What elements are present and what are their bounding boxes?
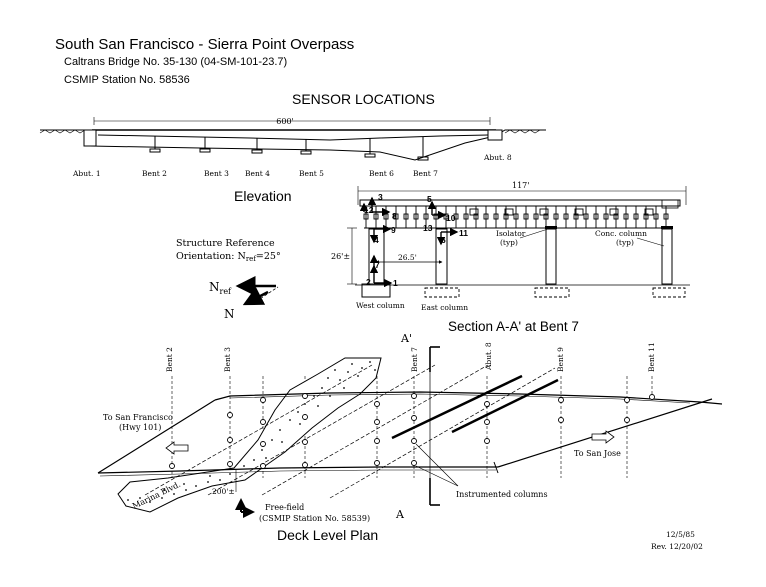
hwy-label: (Hwy 101) bbox=[119, 423, 161, 432]
east-ramp-edge bbox=[497, 398, 713, 468]
sensor-locations-title: SENSOR LOCATIONS bbox=[292, 91, 435, 107]
drawing-date: 12/5/85 bbox=[666, 530, 695, 539]
nref-dash bbox=[251, 286, 279, 305]
footing-3 bbox=[534, 287, 570, 298]
section-girders bbox=[363, 206, 669, 228]
column-label: Conc. column bbox=[595, 229, 647, 238]
section-view: 117' 26'± bbox=[331, 181, 690, 334]
plan-label-bent-9: Bent 9 bbox=[556, 347, 565, 372]
elevation-label-bent-7: Bent 7 bbox=[413, 169, 438, 178]
section-width-label: 117' bbox=[512, 181, 529, 190]
sensor-3: 3 bbox=[378, 192, 383, 202]
plan-label-bent-3: Bent 3 bbox=[223, 347, 232, 372]
sensor-2: 2 bbox=[366, 277, 371, 287]
station-number: CSMIP Station No. 58536 bbox=[64, 74, 190, 86]
elevation-label-bent-4: Bent 4 bbox=[245, 169, 270, 178]
sensor-numbers: 1 2 3 4 5 6 7 8 9 10 11 12 13 bbox=[364, 192, 468, 288]
distance-label: 200'± bbox=[212, 487, 235, 496]
elevation-label-bent-6: Bent 6 bbox=[369, 169, 394, 178]
elevation-label-abut-1: Abut. 1 bbox=[72, 169, 101, 178]
sensor-5: 5 bbox=[427, 194, 432, 204]
sensor-7: 7 bbox=[375, 260, 380, 270]
east-footing bbox=[424, 287, 460, 298]
ground-hatch bbox=[39, 129, 86, 134]
revision-date: Rev. 12/20/02 bbox=[651, 542, 703, 551]
plan-skew-lines bbox=[144, 364, 556, 499]
section-spacing-label: 26.5' bbox=[398, 253, 417, 262]
east-column bbox=[435, 228, 448, 285]
deck-north-edge bbox=[214, 391, 723, 405]
elevation-label-abut-8: Abut. 8 bbox=[483, 153, 512, 162]
sensor-9: 9 bbox=[391, 225, 396, 235]
sensor-1: 1 bbox=[393, 278, 398, 288]
marina-blvd bbox=[117, 357, 382, 513]
footing-4 bbox=[652, 287, 686, 298]
west-column-label: West column bbox=[356, 301, 405, 310]
elevation-label-bent-3: Bent 3 bbox=[204, 169, 229, 178]
elevation-bents bbox=[149, 136, 429, 161]
west-footing bbox=[361, 283, 391, 298]
section-title: Section A-A' at Bent 7 bbox=[448, 319, 579, 334]
sensor-13: 13 bbox=[423, 223, 433, 233]
length-label: 600' bbox=[276, 117, 293, 126]
bridge-number: Caltrans Bridge No. 35-130 (04-SM-101-23… bbox=[64, 56, 288, 68]
deck-bottom bbox=[97, 134, 489, 141]
nref-label: Nref bbox=[209, 280, 232, 296]
sensor-11: 11 bbox=[459, 228, 468, 238]
terrain-hatch bbox=[504, 129, 541, 134]
cut-a: A bbox=[395, 508, 405, 521]
to-sf-label: To San Francisco bbox=[103, 413, 173, 422]
abutment-1 bbox=[83, 129, 97, 147]
sensor-6: 6 bbox=[441, 235, 446, 245]
north-arrow bbox=[242, 287, 269, 306]
plan-label-bent-7: Bent 7 bbox=[410, 347, 419, 372]
marina-texture bbox=[127, 361, 376, 503]
deck-south-edge bbox=[97, 466, 498, 474]
plan-title: Deck Level Plan bbox=[277, 527, 378, 543]
cut-a-prime: A' bbox=[400, 332, 412, 345]
elevation-title: Elevation bbox=[234, 188, 292, 204]
railroad-tracks bbox=[391, 374, 559, 440]
column-4 bbox=[661, 228, 673, 285]
free-field-sensor bbox=[235, 498, 255, 518]
arrow-to-san-francisco bbox=[165, 441, 189, 455]
north-label: N bbox=[224, 307, 235, 321]
section-deck-slab bbox=[359, 199, 681, 207]
sensor-8: 8 bbox=[392, 211, 397, 221]
section-height-label: 26'± bbox=[331, 252, 350, 261]
plan-label-abut-8: Abut. 8 bbox=[484, 342, 493, 371]
free-field-station: (CSMIP Station No. 58539) bbox=[259, 514, 370, 523]
west-ramp-edge bbox=[97, 399, 216, 474]
terrain-profile bbox=[89, 129, 546, 161]
isolator-typ: (typ) bbox=[500, 238, 518, 247]
elevation-label-bent-2: Bent 2 bbox=[142, 169, 167, 178]
isolator-label: Isolator bbox=[496, 229, 526, 238]
abutment-8 bbox=[487, 129, 503, 141]
arrow-to-san-jose bbox=[591, 430, 615, 444]
page-title: South San Francisco - Sierra Point Overp… bbox=[55, 36, 355, 53]
elevation-view: 600' Abut. 1 Bent 2 Bent bbox=[39, 117, 546, 204]
orientation-line2: Orientation: Nref=25° bbox=[176, 251, 281, 263]
free-field-label: Free-field bbox=[265, 503, 304, 512]
to-sj-label: To San Jose bbox=[574, 449, 621, 458]
column-3 bbox=[545, 228, 557, 285]
column-typ: (typ) bbox=[616, 238, 634, 247]
deck-south-edge-inner bbox=[99, 469, 496, 477]
deck-north-edge-inner bbox=[229, 393, 691, 404]
instrumented-columns-label: Instrumented columns bbox=[456, 490, 548, 499]
column-markers bbox=[169, 393, 655, 469]
sensor-4: 4 bbox=[374, 235, 379, 245]
sensor-12: 12 bbox=[364, 205, 374, 215]
east-column-label: East column bbox=[421, 303, 468, 312]
plan-label-bent-2: Bent 2 bbox=[165, 347, 174, 372]
orientation-block: Structure Reference Orientation: Nref=25… bbox=[176, 238, 281, 321]
plan-view: Bent 2 Bent 3 Bent 7 Abut. 8 Bent 9 Bent… bbox=[97, 332, 723, 543]
section-sensors bbox=[359, 196, 459, 288]
elevation-label-bent-5: Bent 5 bbox=[299, 169, 324, 178]
plan-label-bent-11: Bent 11 bbox=[647, 342, 656, 372]
orientation-line1: Structure Reference bbox=[176, 238, 275, 249]
sensor-10: 10 bbox=[446, 213, 456, 223]
